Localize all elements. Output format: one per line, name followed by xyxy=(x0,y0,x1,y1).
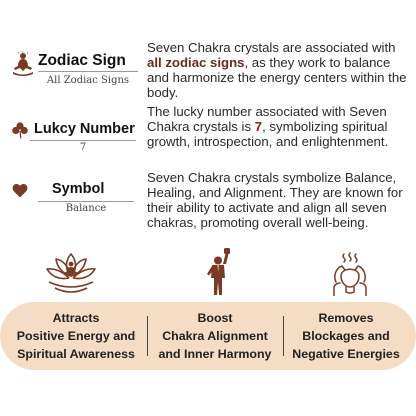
benefits-banner: Attracts Positive Energy and Spiritual A… xyxy=(0,302,416,370)
benefit-boost: Boost Chakra Alignment and Inner Harmony xyxy=(148,308,282,364)
lucky-number-value: 7 xyxy=(79,142,87,153)
raised-fist-person-icon xyxy=(207,248,230,295)
zodiac-sign-divider xyxy=(38,71,138,72)
meditation-person-icon xyxy=(13,51,33,76)
symbol-value: Balance xyxy=(65,203,107,214)
benefit-boost-line1: Boost xyxy=(197,311,233,325)
lucky-number-title: Lukcy Number xyxy=(34,121,135,137)
zodiac-sign-value: All Zodiac Signs xyxy=(46,75,130,86)
benefit-removes-line2: Blockages and xyxy=(302,329,390,343)
zodiac-sign-row: Zodiac Sign All Zodiac Signs Seven Chakr… xyxy=(0,40,416,100)
heart-icon xyxy=(12,184,28,198)
symbol-divider xyxy=(38,201,134,202)
lucky-number-divider xyxy=(30,140,136,141)
clover-icon xyxy=(12,122,28,139)
benefit-boost-line2: Chakra Alignment xyxy=(162,329,268,343)
benefit-attracts-line2: Positive Energy and xyxy=(16,329,136,343)
benefit-attracts-line1: Attracts xyxy=(52,311,100,325)
head-massage-icon xyxy=(333,252,367,296)
benefit-divider-1 xyxy=(147,316,148,356)
symbol-title: Symbol xyxy=(52,181,105,197)
benefit-attracts-line3: Spiritual Awareness xyxy=(17,347,135,361)
benefit-boost-line3: and Inner Harmony xyxy=(158,347,272,361)
lucky-number-description: The lucky number associated with Seven C… xyxy=(147,104,389,149)
benefit-attracts: Attracts Positive Energy and Spiritual A… xyxy=(6,308,146,364)
zodiac-sign-description: Seven Chakra crystals are associated wit… xyxy=(147,40,407,100)
lucky-number-row: Lukcy Number 7 The lucky number associat… xyxy=(0,104,416,160)
symbol-row: Symbol Balance Seven Chakra crystals sym… xyxy=(0,168,416,232)
benefit-divider-2 xyxy=(283,316,284,356)
benefit-removes-line1: Removes xyxy=(318,311,374,325)
zodiac-sign-title: Zodiac Sign xyxy=(38,52,126,69)
symbol-description: Seven Chakra crystals symbolize Balance,… xyxy=(147,170,403,230)
benefit-removes: Removes Blockages and Negative Energies xyxy=(284,308,408,364)
lotus-meditation-icon xyxy=(46,253,96,293)
benefit-removes-line3: Negative Energies xyxy=(292,347,400,361)
